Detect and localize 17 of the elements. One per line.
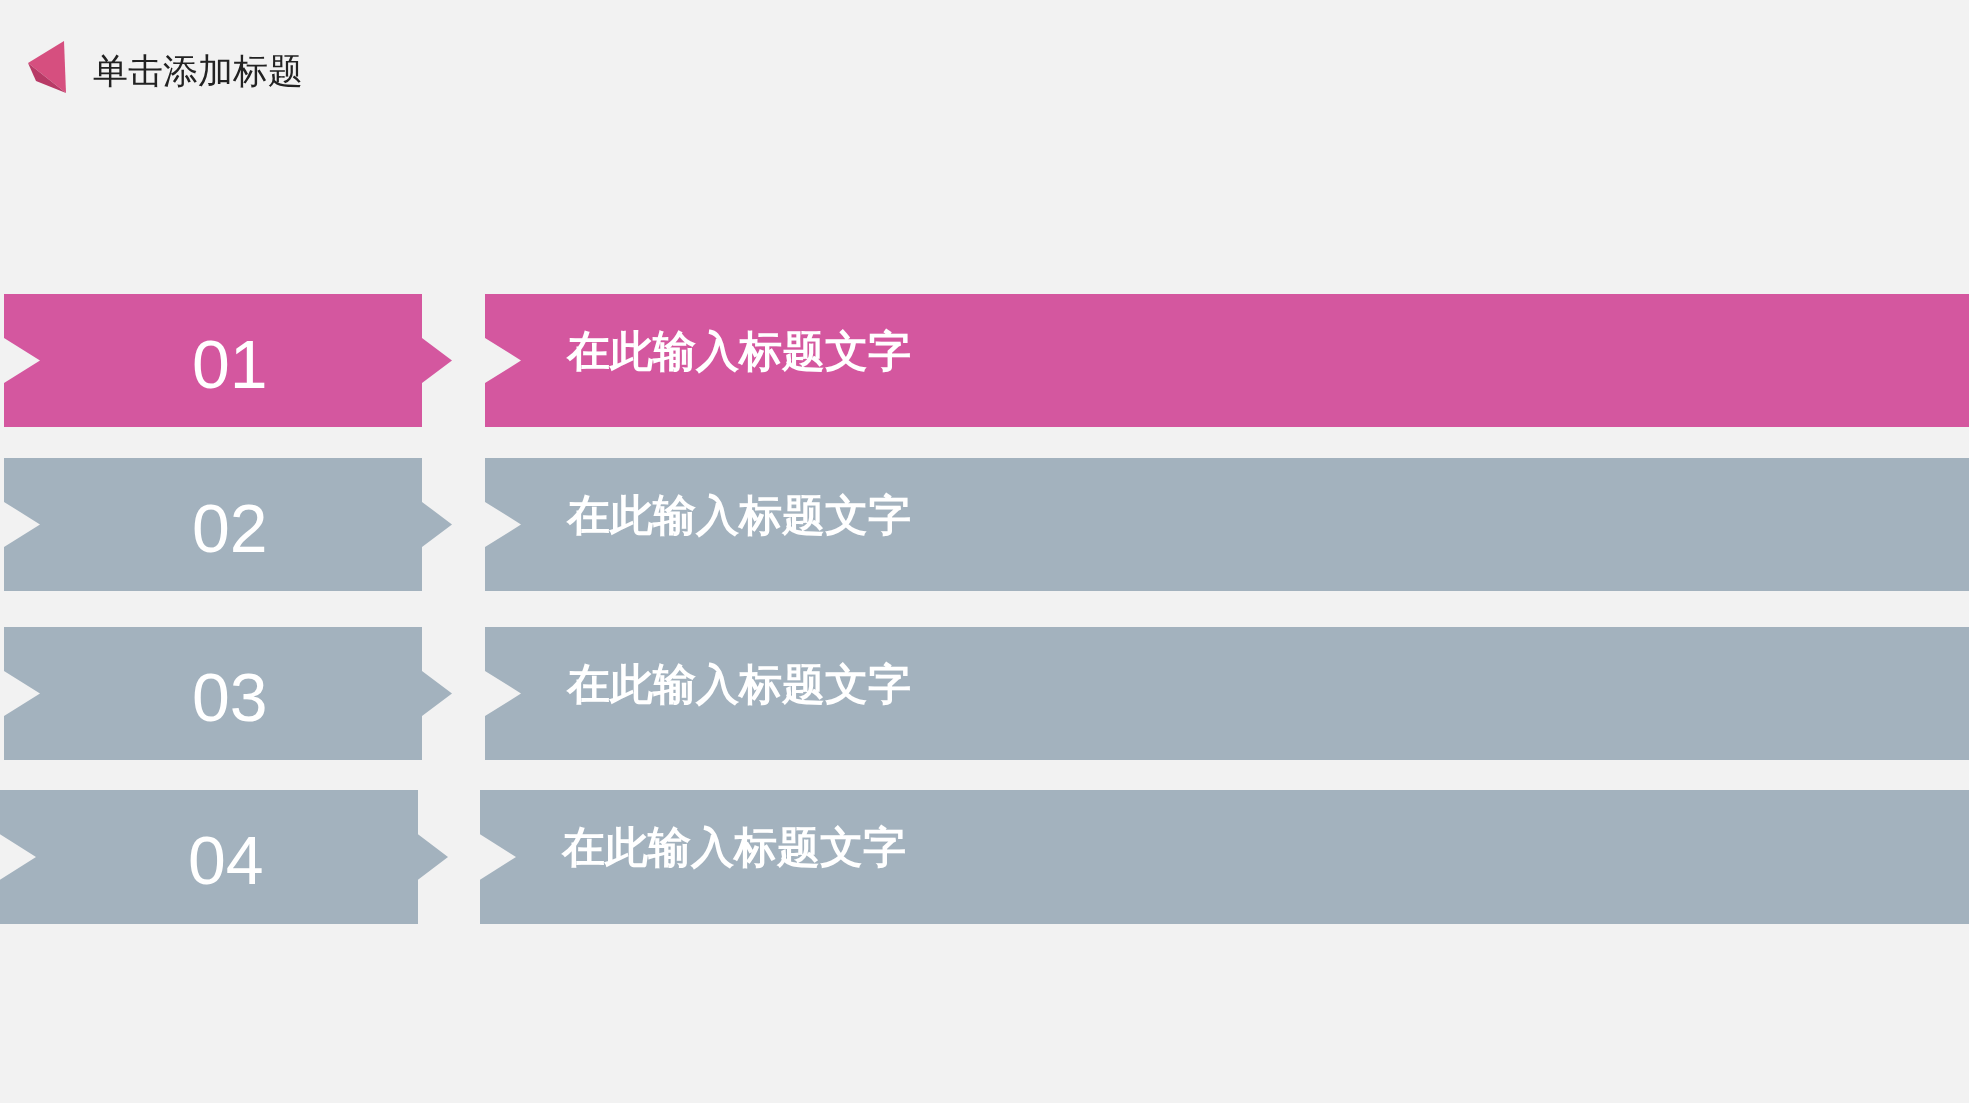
number-tab <box>4 294 452 427</box>
number-tab <box>0 790 448 924</box>
step-number: 04 <box>188 826 264 894</box>
step-number: 02 <box>192 494 268 562</box>
heading-text: 在此输入标题文字 <box>567 659 911 710</box>
step-number: 01 <box>192 330 268 398</box>
title-bar <box>480 790 1969 924</box>
number-tab <box>4 627 452 760</box>
heading-text: 在此输入标题文字 <box>562 822 906 873</box>
page-title: 单击添加标题 <box>93 50 303 92</box>
number-tab <box>4 458 452 591</box>
title-bar <box>485 294 1969 427</box>
title-bar <box>485 458 1969 591</box>
heading-text: 在此输入标题文字 <box>567 490 911 541</box>
step-number: 03 <box>192 663 268 731</box>
title-bar <box>485 627 1969 760</box>
heading-text: 在此输入标题文字 <box>567 326 911 377</box>
